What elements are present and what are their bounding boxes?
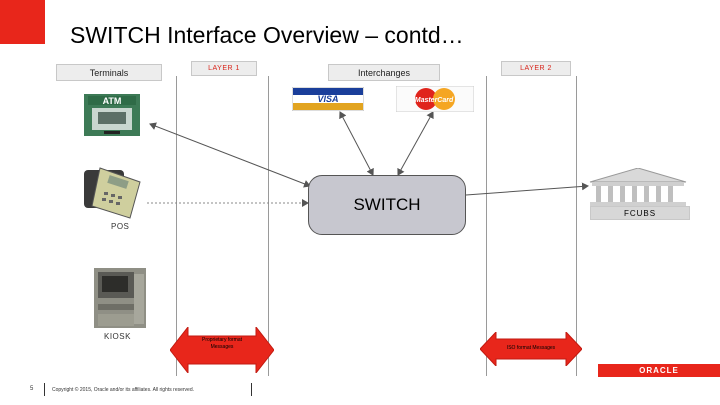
oracle-logo-bar: ORACLE (598, 364, 720, 377)
visa-to-switch-connector (339, 111, 374, 176)
page-number: 5 (30, 386, 34, 392)
layer2-left-line (486, 76, 487, 376)
proprietary-messages-arrow (170, 327, 274, 373)
visa-card-icon: VISA (291, 86, 365, 112)
switch-label: SWITCH (353, 195, 421, 214)
iso-messages-text: ISO format Messages (506, 345, 556, 351)
switch-node: SWITCH (308, 175, 466, 235)
oracle-logo-text: ORACLE (639, 366, 679, 375)
switch-to-fcubs-connector (465, 182, 589, 196)
copyright-text: Copyright © 2015, Oracle and/or its affi… (52, 387, 194, 393)
kiosk-icon (90, 264, 154, 330)
visa-text: VISA (317, 94, 338, 104)
fcubs-label: FCUBS (590, 206, 690, 220)
layer1-label: LAYER 1 (191, 61, 257, 76)
terminals-label: Terminals (56, 64, 162, 81)
layer2-right-line (576, 76, 577, 376)
pos-caption: POS (111, 222, 130, 231)
layer1-left-line (176, 76, 177, 376)
bank-building-icon (586, 167, 690, 206)
atm-icon: ATM (84, 94, 140, 136)
atm-icon-text: ATM (103, 96, 122, 106)
footer-separator (44, 383, 45, 396)
proprietary-messages-text: Proprietary format Messages (186, 337, 258, 351)
mastercard-icon: MasterCard (395, 85, 475, 113)
mastercard-to-switch-connector (397, 111, 434, 176)
footer-separator-end (251, 383, 252, 396)
red-corner-block (0, 0, 45, 44)
layer2-label: LAYER 2 (501, 61, 571, 76)
pos-terminal-icon (82, 160, 148, 220)
iso-messages-arrow (480, 332, 582, 366)
proprietary-line2: Messages (210, 344, 234, 350)
proprietary-line1: Proprietary format (201, 337, 242, 343)
interchanges-label: Interchanges (328, 64, 440, 81)
kiosk-caption: KIOSK (104, 332, 131, 341)
slide-title: SWITCH Interface Overview – contd… (70, 22, 464, 48)
mastercard-text: MasterCard (415, 97, 454, 104)
layer1-right-line (268, 76, 269, 376)
atm-to-switch-connector (149, 122, 311, 188)
